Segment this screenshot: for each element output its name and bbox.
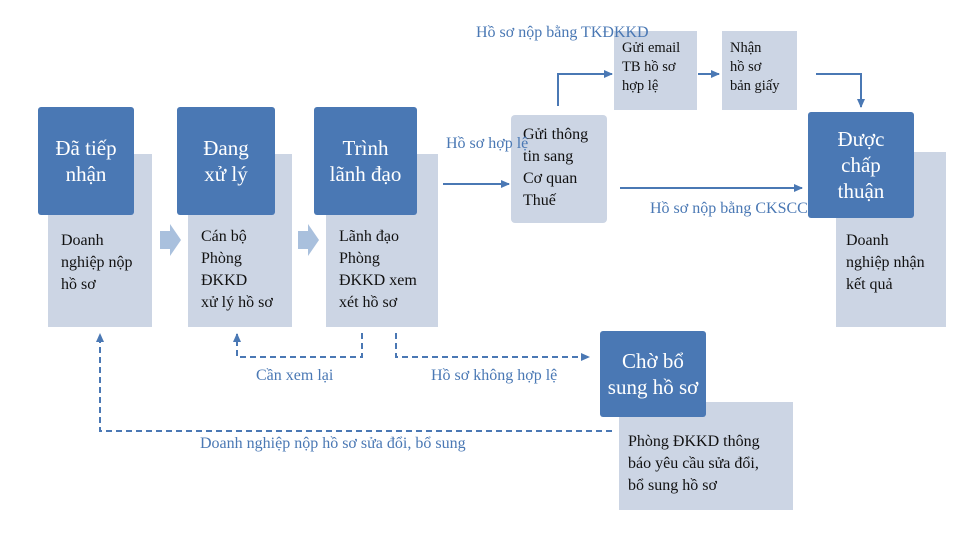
valid-docs-label: Hồ sơ hợp lệ xyxy=(446,135,529,152)
awaiting-supplement-detail-text: Phòng ĐKKD thông báo yêu cầu sửa đổi, bổ… xyxy=(628,433,760,494)
arrow-review-again xyxy=(233,333,363,358)
awaiting-supplement-detail-box: Phòng ĐKKD thông báo yêu cầu sửa đổi, bổ… xyxy=(619,402,793,510)
awaiting-supplement-title-box: Chờ bổ sung hồ sơ xyxy=(600,331,706,417)
arrow-to-send-email xyxy=(557,70,613,106)
send-email-text: Gửi email TB hồ sơ hợp lệ xyxy=(622,40,681,94)
processing-detail-text: Cán bộ Phòng ĐKKD xử lý hồ sơ xyxy=(201,228,273,311)
submitted-ckscc-label: Hồ sơ nộp bằng CKSCC xyxy=(650,200,808,217)
received-detail-text: Doanh nghiệp nộp hồ sơ xyxy=(61,232,133,293)
arrow-resubmit xyxy=(96,333,612,432)
approved-title: Được chấp thuận xyxy=(837,127,885,203)
review-again-label: Cần xem lại xyxy=(256,367,334,384)
tax-agency-box: Gửi thông tin sang Cơ quan Thuế xyxy=(511,115,607,223)
arrow-paper-to-approved xyxy=(816,73,865,108)
tax-agency-text: Gửi thông tin sang Cơ quan Thuế xyxy=(523,126,589,209)
submit-leader-title-box: Trình lãnh đạo xyxy=(314,107,417,215)
arrow-invalid-docs xyxy=(395,333,590,361)
resubmit-label: Doanh nghiệp nộp hồ sơ sửa đổi, bổ sung xyxy=(200,435,466,452)
submitted-tkdkkd-label: Hồ sơ nộp bằng TKĐKKD xyxy=(476,24,649,41)
approved-title-box: Được chấp thuận xyxy=(808,112,914,218)
processing-title: Đang xử lý xyxy=(203,136,249,186)
chevron-arrow-1 xyxy=(160,224,181,256)
received-title: Đã tiếp nhận xyxy=(55,136,117,186)
receive-paper-text: Nhận hồ sơ bản giấy xyxy=(730,40,780,94)
approved-detail-text: Doanh nghiệp nhận kết quả xyxy=(846,232,925,293)
awaiting-supplement-title: Chờ bổ sung hồ sơ xyxy=(607,349,699,399)
submit-leader-detail-text: Lãnh đạo Phòng ĐKKD xem xét hồ sơ xyxy=(339,228,417,311)
send-email-box: Gửi email TB hồ sơ hợp lệ xyxy=(614,31,697,110)
processing-title-box: Đang xử lý xyxy=(177,107,275,215)
submit-leader-title: Trình lãnh đạo xyxy=(329,136,402,186)
invalid-docs-label: Hồ sơ không hợp lệ xyxy=(431,367,558,384)
receive-paper-box: Nhận hồ sơ bản giấy xyxy=(722,31,797,110)
received-title-box: Đã tiếp nhận xyxy=(38,107,134,215)
chevron-arrow-2 xyxy=(298,224,319,256)
